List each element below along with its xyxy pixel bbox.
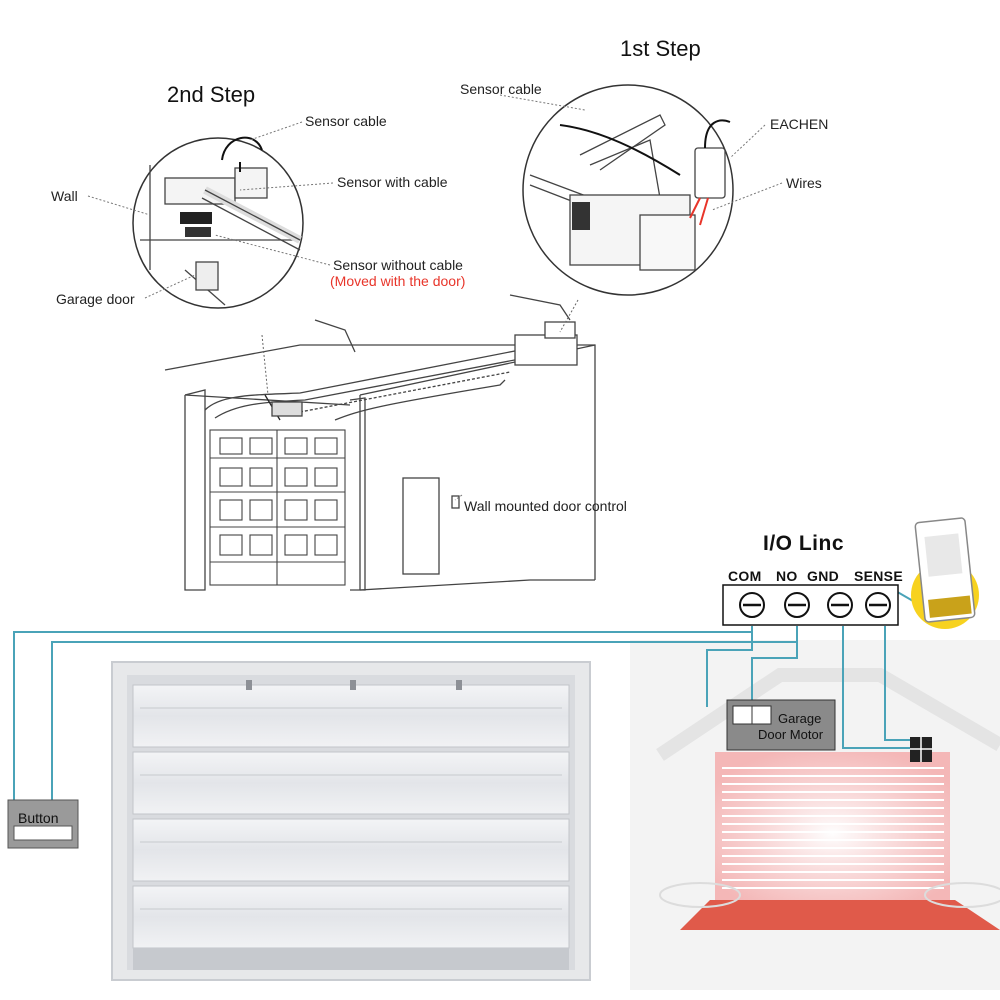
step2-garage-door-label: Garage door xyxy=(56,291,135,307)
io-linc-terminal-block xyxy=(722,584,899,626)
garage-door-motor-box xyxy=(726,699,836,751)
step2-sensor-without-cable-label: Sensor without cable xyxy=(333,257,463,273)
step1-title: 1st Step xyxy=(620,36,701,61)
wall-control-label: Wall mounted door control xyxy=(464,498,627,514)
step2-sensor-with-cable-label: Sensor with cable xyxy=(337,174,448,190)
step2-wall-label: Wall xyxy=(51,188,78,204)
callout-leaders xyxy=(87,94,783,501)
button-box xyxy=(7,799,79,849)
step1-eachen-label: EACHEN xyxy=(770,116,829,132)
button-label: Button xyxy=(18,810,59,826)
step1-sensor-cable-label: Sensor cable xyxy=(460,81,542,97)
step2-sensor-cable-label: Sensor cable xyxy=(305,113,387,129)
terminal-no-label: NO xyxy=(776,568,798,584)
wiring xyxy=(13,589,921,800)
motor-label-line2: Door Motor xyxy=(758,727,824,742)
step1-wires-label: Wires xyxy=(786,175,822,191)
lit-garage-photo xyxy=(630,640,1000,990)
io-linc-title: I/O Linc xyxy=(763,532,845,555)
eachen-module-highlight xyxy=(911,517,979,629)
terminal-gnd-label: GND xyxy=(807,568,840,584)
step2-magnifier xyxy=(132,136,304,396)
terminal-sense-label: SENSE xyxy=(854,568,903,584)
garage-interior-drawing xyxy=(164,294,596,591)
shutter-slats xyxy=(722,767,944,889)
step2-moved-with-door-note: (Moved with the door) xyxy=(330,273,466,289)
motor-label-line1: Garage xyxy=(778,711,822,726)
step1-magnifier xyxy=(522,84,734,333)
garage-door-photo xyxy=(111,661,591,981)
terminal-com-label: COM xyxy=(728,568,762,584)
step2-title: 2nd Step xyxy=(167,82,256,107)
